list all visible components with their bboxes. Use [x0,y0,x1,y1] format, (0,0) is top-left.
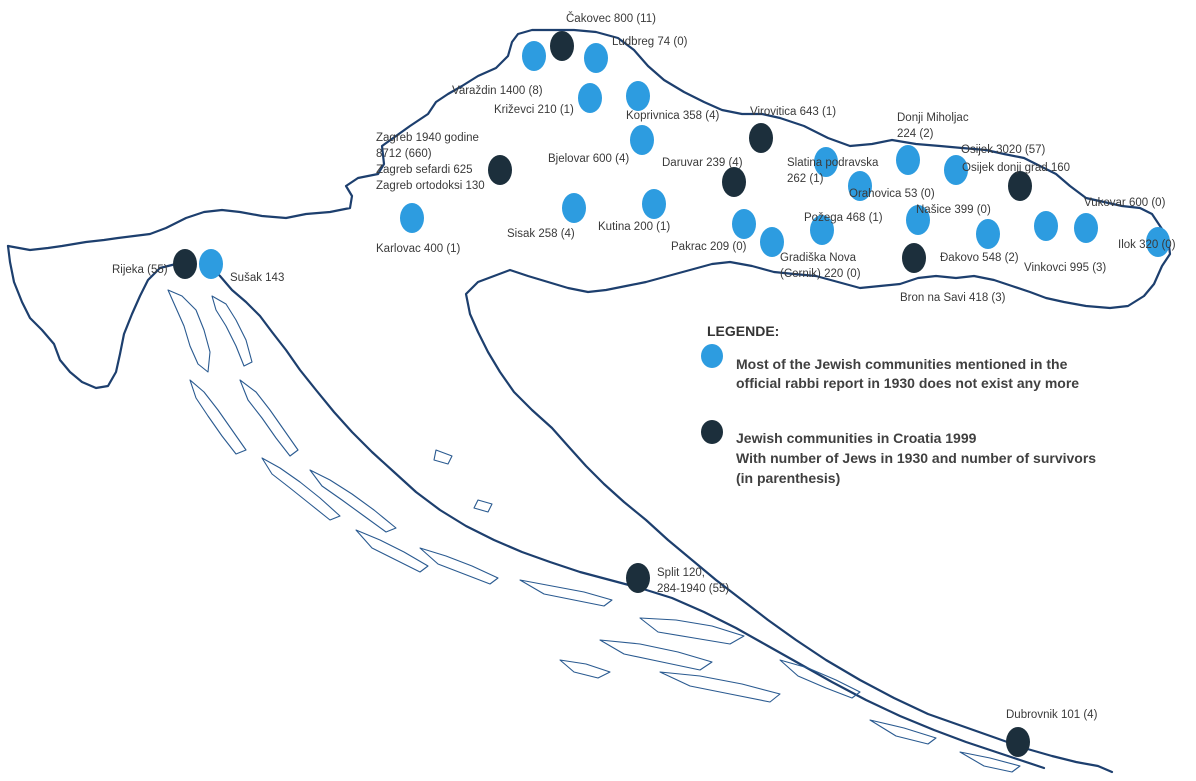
label-donji-miholjac-line-2: 224 (2) [897,128,934,140]
label-osijek-donji-line-1: Osijek donji grad 160 [962,162,1070,174]
marker-bron [902,243,926,273]
legend-current-line-2: With number of Jews in 1930 and number o… [736,450,1096,466]
label-varazdin-line-1: Varaždin 1400 (8) [452,85,543,97]
marker-dubrovnik [1006,727,1030,757]
label-sisak-line-1: Sisak 258 (4) [507,228,575,240]
label-koprivnica-line-1: Koprivnica 358 (4) [626,110,719,122]
label-split-line-1: Split 120, [657,567,705,579]
legend-current-marker [701,420,723,444]
marker-susak [199,249,223,279]
marker-sisak [562,193,586,223]
label-cakovec-line-1: Čakovec 800 (11) [566,12,656,25]
label-zagreb-line-1: Zagreb 1940 godine [376,132,479,144]
label-nasice-line-1: Našice 399 (0) [916,204,991,216]
label-slatina-line-1: Slatina podravska [787,157,879,169]
marker-zagreb [488,155,512,185]
marker-cakovec [550,31,574,61]
community-labels: Čakovec 800 (11) Ludbreg 74 (0) Varaždin 1… [112,12,1176,721]
label-zagreb-line-3: Zagreb sefardi 625 [376,164,473,176]
label-slatina-line-2: 262 (1) [787,173,824,185]
label-ilok-line-1: Ilok 320 (0) [1118,239,1176,251]
marker-kutina [642,189,666,219]
marker-virovitica [749,123,773,153]
label-osijek-line-1: Osijek 3020 (57) [961,144,1046,156]
label-dubrovnik-line-1: Dubrovnik 101 (4) [1006,709,1098,721]
label-pozega-line-1: Požega 468 (1) [804,212,883,224]
label-gradiska-line-2: (Cernik) 220 (0) [780,268,861,280]
marker-koprivnica [626,81,650,111]
marker-gradiska [760,227,784,257]
marker-varazdin [522,41,546,71]
label-krizevci-line-1: Križevci 210 (1) [494,104,574,116]
label-split-line-2: 284-1940 (55) [657,583,729,595]
legend-title: LEGENDE: [707,323,779,339]
marker-pozega [810,215,834,245]
marker-vukovar [1074,213,1098,243]
marker-osijek [944,155,968,185]
marker-osijek-donji [1008,171,1032,201]
label-zagreb-line-2: 8712 (660) [376,148,432,160]
legend-former-marker [701,344,723,368]
label-djakovo-line-1: Đakovo 548 (2) [940,252,1019,264]
label-donji-miholjac-line-1: Donji Miholjac [897,112,969,124]
marker-krizevci [578,83,602,113]
marker-djakovo [976,219,1000,249]
marker-donji-miholjac [896,145,920,175]
marker-pakrac [732,209,756,239]
label-daruvar-line-1: Daruvar 239 (4) [662,157,743,169]
marker-bjelovar [630,125,654,155]
label-bron-line-1: Bron na Savi 418 (3) [900,292,1006,304]
legend-former-line-1: Most of the Jewish communities mentioned… [736,356,1068,372]
marker-nasice [906,205,930,235]
marker-rijeka [173,249,197,279]
marker-ilok [1146,227,1170,257]
marker-orahovica [848,171,872,201]
marker-vinkovci [1034,211,1058,241]
label-kutina-line-1: Kutina 200 (1) [598,221,670,233]
country-outline [6,28,1172,774]
label-karlovac-line-1: Karlovac 400 (1) [376,243,461,255]
marker-karlovac [400,203,424,233]
label-vukovar-line-1: Vukovar 600 (0) [1084,197,1166,209]
legend-current-line-1: Jewish communities in Croatia 1999 [736,430,977,446]
label-orahovica-line-1: Orahovica 53 (0) [849,188,935,200]
label-pakrac-line-1: Pakrac 209 (0) [671,241,747,253]
marker-split [626,563,650,593]
legend-former-line-2: official rabbi report in 1930 does not e… [736,375,1079,391]
legend: LEGENDE: Most of the Jewish communities … [701,323,1096,486]
label-zagreb-line-4: Zagreb ortodoksi 130 [376,180,485,192]
legend-current-line-3: (in parenthesis) [736,470,840,486]
label-bjelovar-line-1: Bjelovar 600 (4) [548,153,629,165]
islands [167,289,1021,773]
label-ludbreg-line-1: Ludbreg 74 (0) [612,36,688,48]
label-rijeka-line-1: Rijeka (55) [112,264,168,276]
marker-ludbreg [584,43,608,73]
community-markers [173,31,1170,757]
label-gradiska-line-1: Gradiška Nova [780,252,857,264]
label-vinkovci-line-1: Vinkovci 995 (3) [1024,262,1106,274]
marker-slatina [814,147,838,177]
label-virovitica-line-1: Virovitica 643 (1) [750,106,836,118]
label-susak-line-1: Sušak 143 [230,272,284,284]
marker-daruvar [722,167,746,197]
